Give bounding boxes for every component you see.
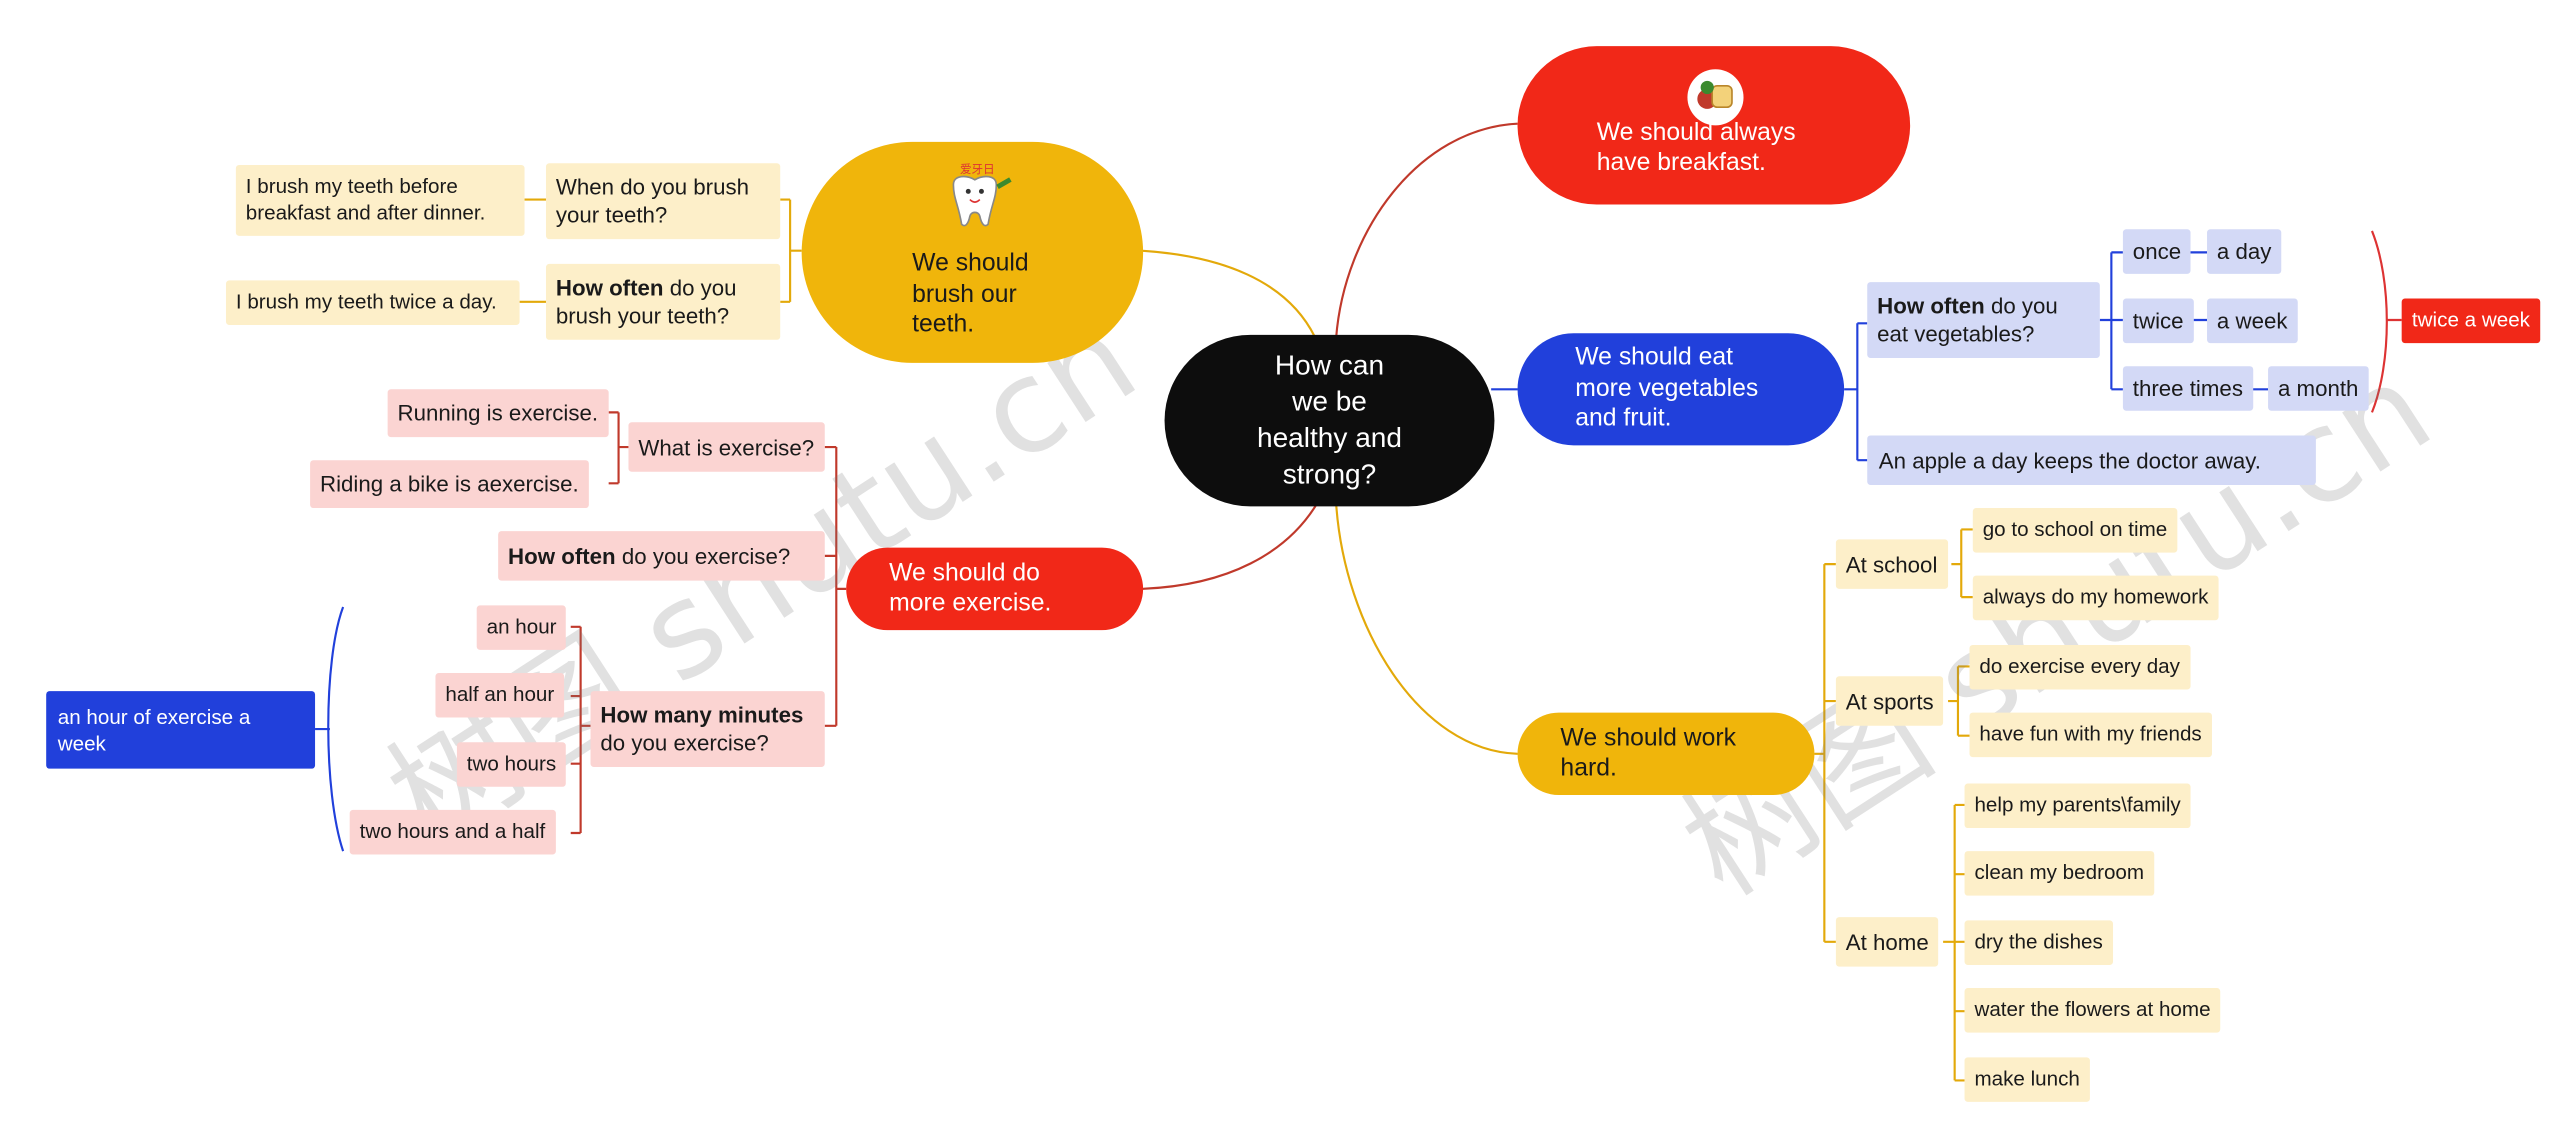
exercise-definition[interactable]: Riding a bike is aexercise. — [310, 460, 589, 509]
branch-breakfast-label: We should always have breakfast. — [1596, 117, 1796, 177]
vegetables-summary[interactable]: twice a week — [2401, 298, 2541, 344]
teeth-when-question-label: When do you brush your teeth? — [555, 174, 750, 228]
exercise-summary[interactable]: an hour of exercise a week — [46, 691, 316, 769]
branch-vegetables[interactable]: We should eat more vegetables and fruit. — [1517, 333, 1845, 446]
activity-item[interactable]: go to school on time — [1972, 508, 2178, 553]
exercise-minutes-question[interactable]: How many minutes do you exercise? — [590, 691, 825, 768]
activity-item[interactable]: have fun with my friends — [1969, 712, 2212, 758]
place-node[interactable]: At sports — [1835, 676, 1944, 726]
branch-vegetables-label: We should eat more vegetables and fruit. — [1575, 343, 1759, 433]
frequency-count[interactable]: three times — [2122, 366, 2253, 411]
exercise-summary-label: an hour of exercise a week — [57, 705, 251, 755]
branch-work-label: We should work hard. — [1560, 723, 1736, 782]
vegetables-question[interactable]: How often do you eat vegetables? — [1867, 282, 2100, 358]
teeth-often-question[interactable]: How often do you brush your teeth? — [545, 263, 781, 340]
activity-item[interactable]: make lunch — [1964, 1057, 2090, 1102]
exercise-definition[interactable]: Running is exercise. — [387, 389, 608, 438]
activity-item[interactable]: help my parents\family — [1964, 783, 2191, 829]
duration-item[interactable]: half an hour — [435, 672, 565, 718]
tooth-icon: 爱牙日 — [934, 162, 1016, 235]
question-emphasis: How often — [1877, 293, 1985, 319]
vegetables-proverb[interactable]: An apple a day keeps the doctor away. — [1867, 435, 2316, 485]
question-rest: do you brush your teeth? — [555, 275, 737, 329]
teeth-when-question[interactable]: When do you brush your teeth? — [545, 163, 781, 240]
teeth-often-answer[interactable]: I brush my teeth twice a day. — [225, 280, 520, 325]
root-node[interactable]: How can we be healthy and strong? — [1164, 334, 1495, 507]
frequency-period[interactable]: a month — [2268, 366, 2369, 411]
place-node[interactable]: At home — [1835, 917, 1939, 967]
question-emphasis: How often — [508, 543, 616, 569]
frequency-period[interactable]: a day — [2207, 229, 2282, 274]
exercise-often-question[interactable]: How often do you exercise? — [498, 531, 825, 581]
teeth-when-answer-label: I brush my teeth before breakfast and af… — [245, 174, 486, 224]
branch-exercise-label: We should do more exercise. — [889, 558, 1052, 617]
branch-breakfast[interactable]: We should always have breakfast. — [1517, 46, 1911, 205]
question-emphasis: How many minutes — [600, 702, 804, 728]
duration-item[interactable]: two hours and a half — [349, 809, 556, 855]
frequency-count[interactable]: twice — [2122, 298, 2194, 344]
question-rest: do you exercise? — [600, 730, 769, 756]
frequency-period[interactable]: a week — [2207, 298, 2298, 344]
question-rest: do you eat vegetables? — [1877, 293, 2058, 347]
activity-item[interactable]: water the flowers at home — [1964, 988, 2221, 1033]
activity-item[interactable]: dry the dishes — [1964, 920, 2113, 965]
branch-work[interactable]: We should work hard. — [1517, 712, 1815, 796]
exercise-what-question[interactable]: What is exercise? — [628, 422, 825, 472]
duration-item[interactable]: an hour — [476, 605, 567, 650]
toast-icon — [1687, 69, 1744, 126]
branch-teeth-label: We should brush our teeth. — [912, 249, 1029, 339]
place-node[interactable]: At school — [1835, 539, 1948, 589]
question-emphasis: How often — [555, 275, 664, 301]
frequency-count[interactable]: once — [2122, 229, 2191, 274]
activity-item[interactable]: always do my homework — [1972, 575, 2219, 621]
teeth-when-answer[interactable]: I brush my teeth before breakfast and af… — [235, 164, 525, 236]
root-label: How can we be healthy and strong? — [1256, 349, 1402, 490]
tooth-icon-caption: 爱牙日 — [960, 163, 995, 177]
activity-item[interactable]: do exercise every day — [1969, 644, 2190, 690]
question-rest: do you exercise? — [615, 543, 791, 569]
branch-exercise[interactable]: We should do more exercise. — [846, 547, 1144, 631]
duration-item[interactable]: two hours — [456, 742, 567, 787]
activity-item[interactable]: clean my bedroom — [1964, 851, 2154, 896]
